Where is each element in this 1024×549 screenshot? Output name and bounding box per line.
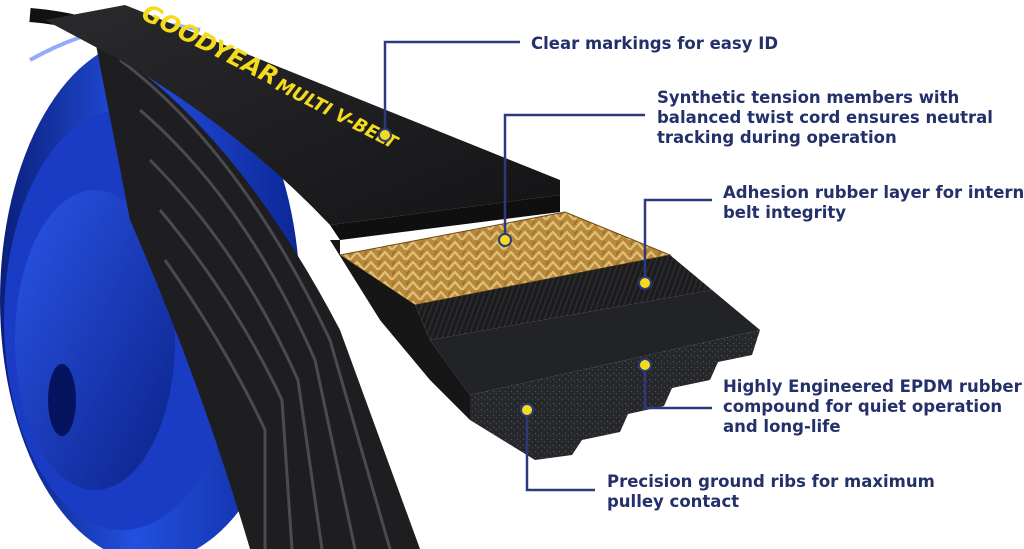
belt-wrap (29, 8, 420, 549)
callout-line: balanced twist cord ensures neutral (657, 108, 993, 127)
leader-epdm (643, 365, 712, 410)
marker-adhesion-dot (638, 276, 652, 290)
callout-leaders (383, 40, 712, 492)
callout-adhesion-layer: Adhesion rubber layer for internal belt … (723, 183, 1024, 223)
callout-line: pulley contact (607, 492, 740, 511)
leader-ribs (525, 410, 595, 492)
callout-line: Synthetic tension members with (657, 88, 960, 107)
leader-markings (383, 40, 520, 135)
callout-clear-markings: Clear markings for easy ID (531, 34, 778, 54)
callout-line: Precision ground ribs for maximum (607, 472, 935, 491)
belt-side-face (330, 240, 470, 420)
callout-line: Clear markings for easy ID (531, 34, 779, 53)
callout-line: tracking during operation (657, 128, 897, 147)
callout-epdm-compound: Highly Engineered EPDM rubber compound f… (723, 377, 1022, 437)
callout-line: Highly Engineered EPDM rubber (723, 377, 1022, 396)
belt-top-surface (45, 5, 560, 225)
marker-ribs-dot (520, 403, 534, 417)
marker-epdm-dot (638, 358, 652, 372)
callout-line: and long-life (723, 417, 841, 436)
callout-markers (378, 128, 652, 417)
callout-line: belt integrity (723, 203, 847, 222)
top-layer-edge (330, 195, 560, 240)
ribbed-profile (470, 330, 760, 460)
callout-line: compound for quiet operation (723, 397, 1003, 416)
marker-markings-dot (378, 128, 392, 142)
adhesion-rubber-layer (415, 255, 712, 340)
leader-adhesion (643, 198, 712, 283)
epdm-rubber-compound (430, 290, 760, 395)
marker-tension-dot (498, 233, 512, 247)
callout-line: Adhesion rubber layer for internal (723, 183, 1024, 202)
callout-tension-members: Synthetic tension members with balanced … (657, 88, 993, 148)
leader-tension (503, 113, 645, 240)
callout-precision-ribs: Precision ground ribs for maximum pulley… (607, 472, 935, 512)
